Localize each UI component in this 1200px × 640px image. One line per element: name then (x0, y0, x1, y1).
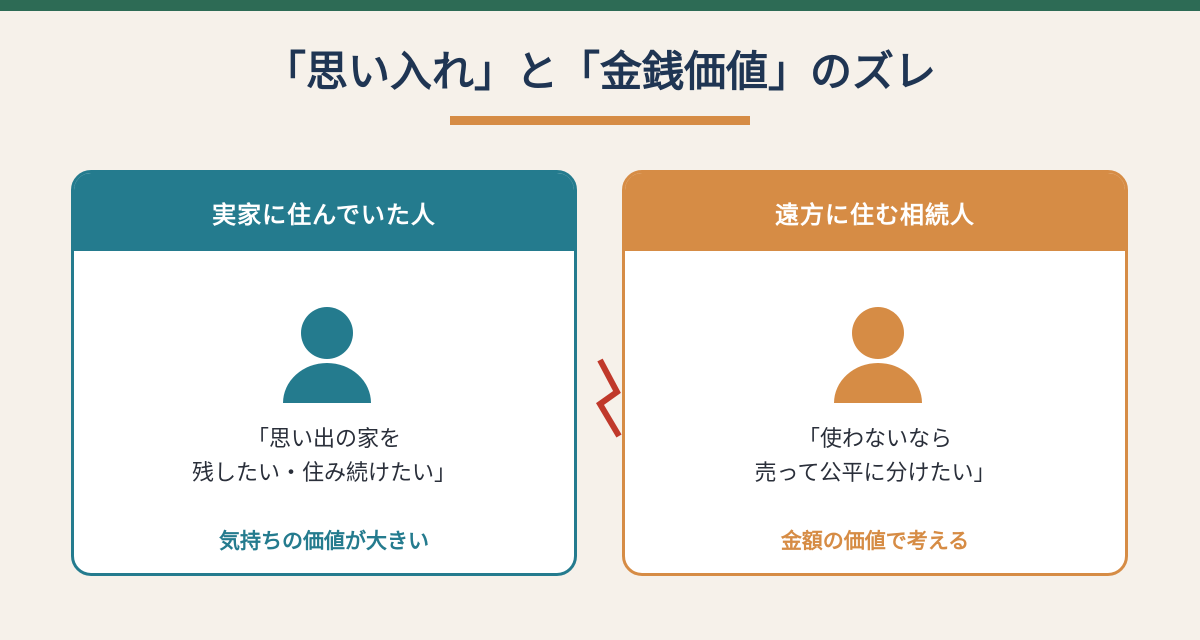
person-icon (834, 307, 922, 403)
value-label: 気持ちの価値が大きい (219, 529, 429, 553)
quote-line: 「使わないなら (797, 427, 952, 452)
quote-line: 残したい・住み続けたい」 (191, 461, 456, 486)
value-label: 金額の価値で考える (780, 529, 970, 553)
quote-line: 「思い出の家を (246, 427, 401, 452)
card-header: 実家に住んでいた人 (74, 173, 574, 251)
remote-heir-card: 遠方に住む相続人 「使わないなら 売って公平に分けたい」 金額の価値で考える (622, 170, 1128, 576)
page-title: 「思い入れ」と「金銭価値」のズレ (263, 47, 936, 96)
card-header: 遠方に住む相続人 (625, 173, 1125, 251)
zigzag-conflict-icon (596, 358, 622, 438)
quote-text: 「思い出の家を 残したい・住み続けたい」 (74, 423, 574, 491)
quote-text: 「使わないなら 売って公平に分けたい」 (625, 423, 1125, 491)
quote-line: 売って公平に分けたい」 (754, 461, 996, 486)
resident-heir-card: 実家に住んでいた人 「思い出の家を 残したい・住み続けたい」 気持ちの価値が大き… (71, 170, 577, 576)
title-underline (450, 116, 750, 125)
person-icon (283, 307, 371, 403)
top-accent-bar (0, 0, 1200, 11)
